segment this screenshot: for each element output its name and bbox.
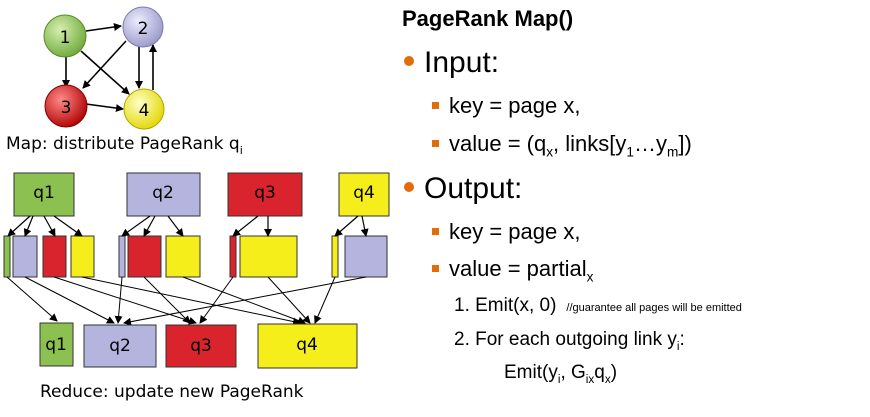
bullet-square-icon [432, 227, 439, 235]
svg-text:q3: q3 [190, 336, 212, 356]
slide-text: PageRank Map() Input: key = page x, valu… [400, 0, 870, 417]
reduce-block-q3: q3 [165, 324, 237, 368]
reduce-blocks: q1 q2 q3 q4 [39, 322, 358, 369]
bullet-square-icon [432, 101, 439, 109]
map-blocks: q1 q2 q3 q4 [13, 172, 390, 217]
map-output-q4-0 [331, 235, 339, 278]
graph-node-4: 4 [123, 88, 165, 130]
slide-title: PageRank Map() [402, 6, 574, 31]
input-label: Input: [424, 46, 500, 79]
output-bullet: Output: [404, 172, 522, 206]
edge-1-4 [80, 50, 130, 95]
map-output-q1-0 [3, 235, 11, 278]
node-label: 2 [138, 19, 149, 39]
output-value: value = partialx [432, 256, 593, 284]
reduce-block-q4: q4 [257, 323, 358, 369]
bullet-square-icon [432, 264, 439, 272]
emit-line: Emit(yi, Gixqx) [504, 362, 618, 386]
graph-node-1: 1 [43, 14, 87, 58]
map-output-q3-1 [239, 235, 298, 278]
reduce-block-q2: q2 [83, 324, 157, 368]
bullet-dot-icon [404, 56, 414, 67]
graph-nodes: 1 2 3 4 [43, 6, 165, 130]
svg-text:q4: q4 [353, 183, 375, 203]
map-arrows [7, 215, 369, 237]
edge-2-3 [82, 40, 127, 89]
graph-node-2: 2 [122, 6, 164, 48]
map-block-q4: q4 [338, 172, 390, 217]
node-label: 3 [61, 98, 72, 118]
input-bullet: Input: [404, 46, 499, 80]
map-block-q2: q2 [126, 172, 201, 217]
svg-text:q4: q4 [296, 335, 318, 355]
step-2: 2. For each outgoing link yi: [454, 329, 685, 353]
bullet-dot-icon [404, 182, 414, 193]
svg-text:q1: q1 [33, 183, 55, 203]
edge-1-2 [85, 23, 122, 32]
node-label: 1 [60, 28, 71, 48]
output-label: Output: [424, 172, 523, 205]
edge-3-4 [85, 103, 124, 113]
graph-node-3: 3 [44, 84, 88, 128]
input-value: value = (qx, links[y1…ym]) [432, 131, 692, 159]
graph-edges [62, 23, 157, 113]
map-output-q2-1 [127, 235, 162, 278]
map-output-q1-2 [42, 235, 67, 278]
map-block-q3: q3 [227, 172, 303, 217]
svg-text:q3: q3 [254, 183, 276, 203]
svg-text:q1: q1 [45, 335, 67, 355]
output-key: key = page x, [432, 219, 580, 245]
map-block-q1: q1 [13, 172, 75, 217]
shuffle-arrows [6, 276, 367, 326]
map-outputs [3, 235, 388, 278]
svg-text:q2: q2 [109, 336, 131, 356]
map-output-q2-2 [165, 235, 201, 278]
step-1-note: //guarantee all pages will be emitted [566, 302, 742, 314]
step-1: 1. Emit(x, 0)//guarantee all pages will … [454, 295, 742, 316]
reduce-label: Reduce: update new PageRank [40, 382, 304, 402]
reduce-block-q1: q1 [39, 322, 74, 367]
map-output-q4-1 [344, 235, 388, 278]
bullet-square-icon [432, 139, 439, 147]
map-output-q1-1 [12, 235, 38, 278]
input-key: key = page x, [432, 93, 580, 119]
svg-text:q2: q2 [152, 183, 174, 203]
node-label: 4 [139, 101, 150, 121]
map-output-q2-0 [118, 235, 126, 278]
map-output-q1-3 [70, 235, 95, 278]
pagerank-diagram: 1 2 3 4 Map: distribute PageRank qi q1 q… [3, 6, 390, 402]
map-output-q3-0 [229, 235, 237, 278]
map-label: Map: distribute PageRank qi [6, 134, 243, 157]
